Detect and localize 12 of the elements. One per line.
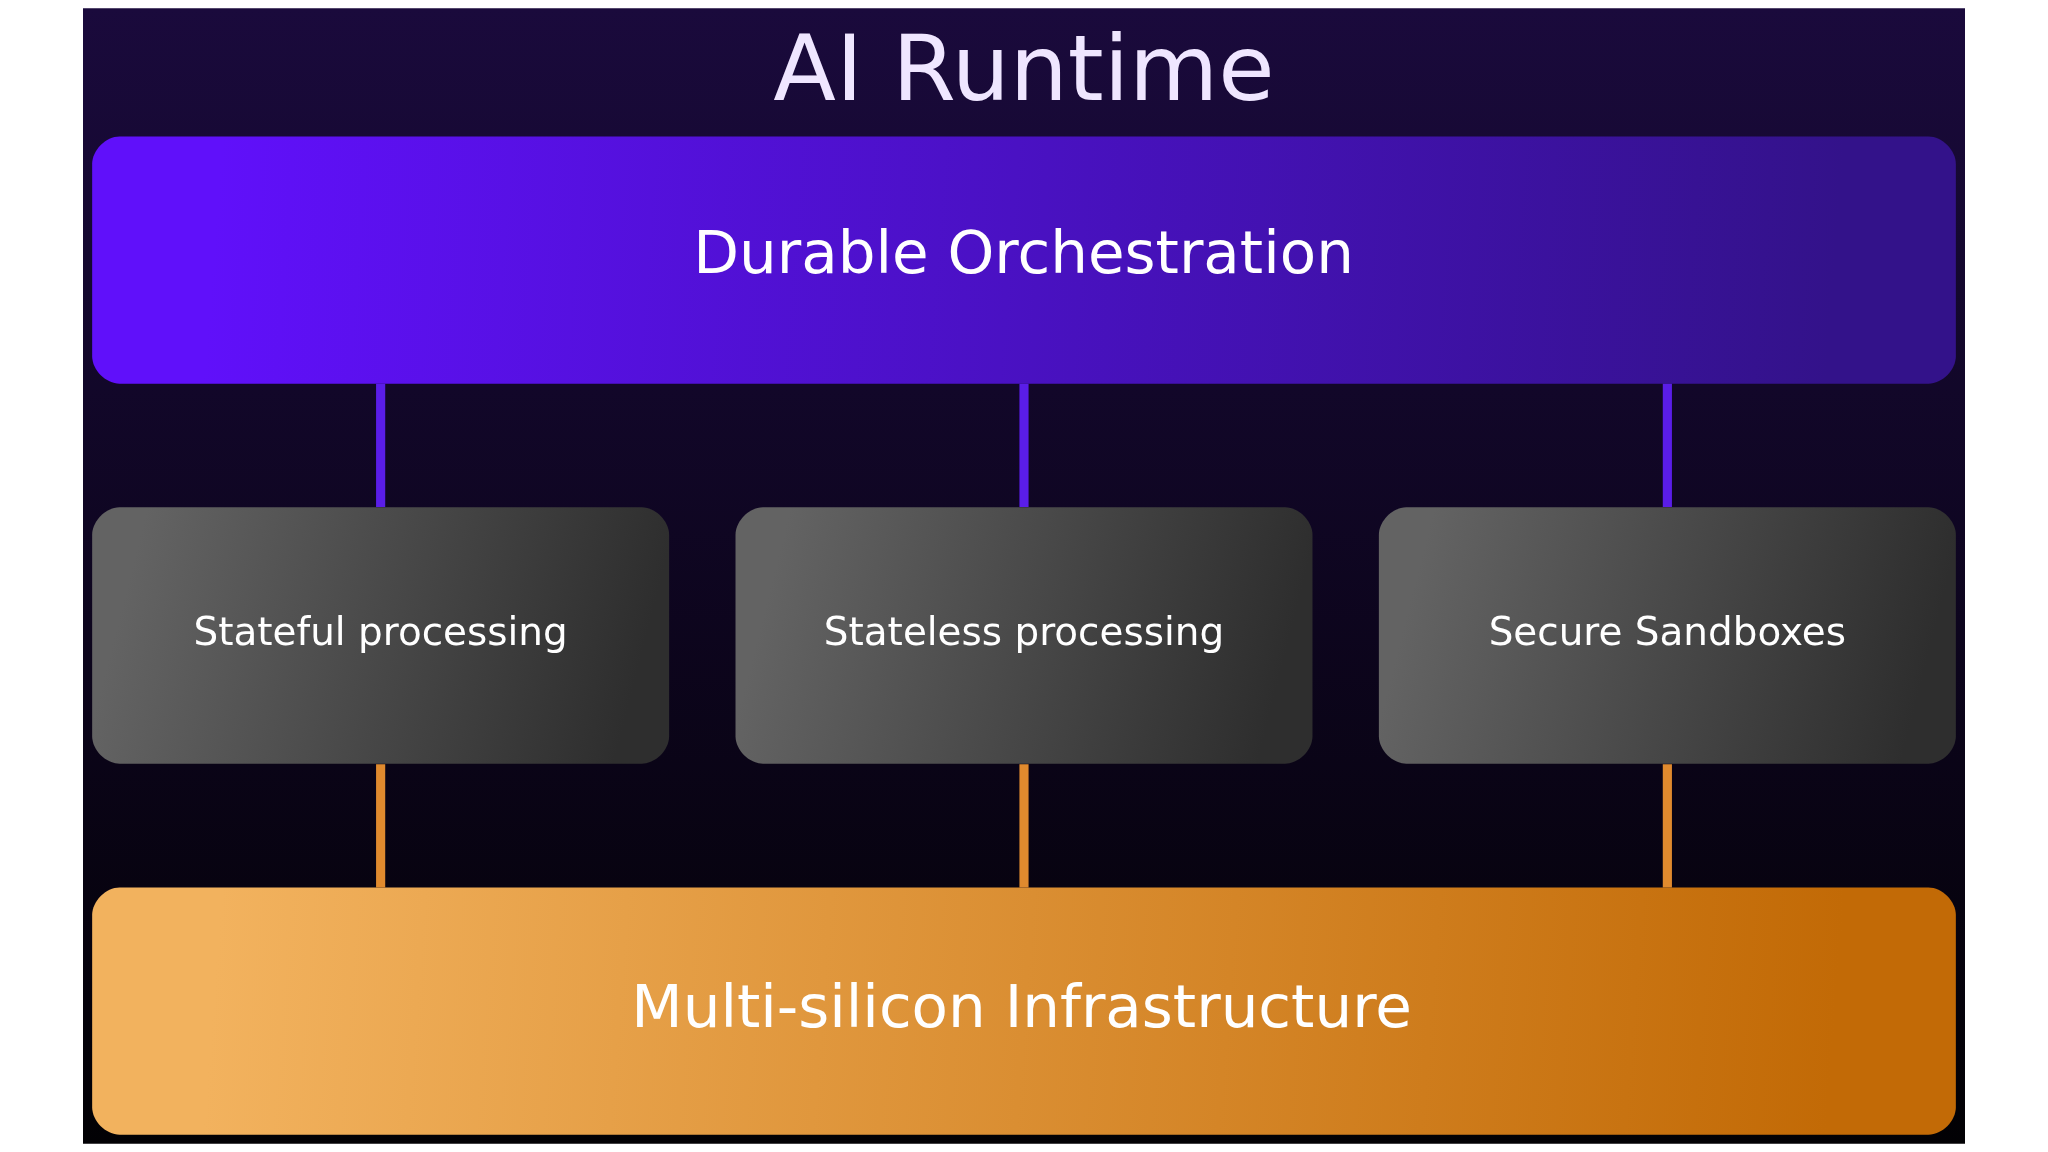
connector (376, 383, 386, 507)
node-box: Stateless processing (735, 507, 1313, 764)
connector (1662, 383, 1672, 507)
node-box: Multi-silicon Infrastructure (92, 887, 1956, 1135)
connector (376, 764, 386, 888)
node-box: Secure Sandboxes (1378, 507, 1956, 764)
diagram-title: AI Runtime (773, 14, 1275, 122)
node-box: Durable Orchestration (92, 136, 1956, 384)
node-box: Stateful processing (92, 507, 670, 764)
connector (1662, 764, 1672, 888)
connector (1019, 764, 1029, 888)
connector (1019, 383, 1029, 507)
